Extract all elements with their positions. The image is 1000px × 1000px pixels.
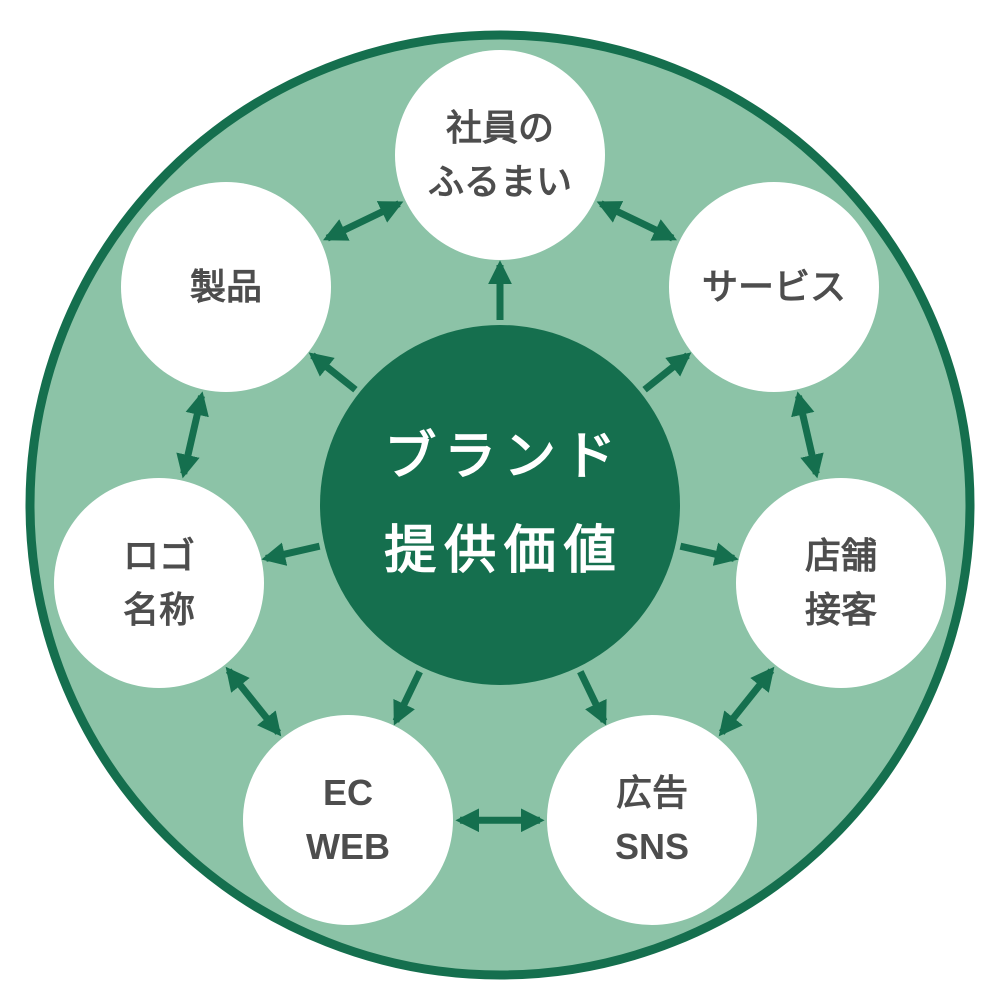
node-label-line: 接客: [804, 589, 877, 630]
node-service: サービス: [669, 182, 879, 392]
node-label-line: WEB: [306, 826, 390, 867]
link-arrow: [596, 200, 677, 242]
node-label-line: SNS: [614, 826, 690, 867]
node-employee-behavior: 社員の ふるまい: [395, 50, 605, 260]
node-product: 製品: [121, 182, 331, 392]
spoke-arrow: [679, 542, 739, 566]
node-label-line: 製品: [189, 266, 262, 307]
center-node-brand-value: ブランド 提供価値: [320, 325, 680, 685]
link-arrow: [323, 200, 404, 242]
node-label-line: ふるまい: [427, 161, 572, 202]
spoke-arrow: [392, 670, 423, 726]
node-label-line: EC: [322, 772, 373, 813]
link-arrow: [718, 666, 775, 737]
link-arrow: [176, 391, 209, 479]
hub-label-line: 提供価値: [384, 522, 624, 580]
node-label-line: サービス: [701, 266, 846, 307]
node-label-line: 店舗: [804, 535, 877, 576]
node-label-line: 広告: [615, 772, 688, 813]
node-store-customer-service: 店舗 接客: [736, 478, 946, 688]
node-label-line: 社員の: [445, 107, 554, 148]
link-arrow: [791, 391, 824, 479]
spoke-arrow: [308, 352, 358, 393]
node-logo-name: ロゴ 名称: [54, 478, 264, 688]
node-ads-sns: 広告 SNS: [547, 715, 757, 925]
node-ec-web: EC WEB: [243, 715, 453, 925]
hub-label-line: ブランド: [384, 428, 624, 487]
link-arrow: [225, 666, 282, 737]
spoke-arrow: [577, 670, 608, 726]
spoke-arrow: [642, 352, 692, 393]
node-label-line: ロゴ: [122, 535, 195, 576]
node-label-line: 名称: [122, 589, 195, 630]
spoke-arrow: [261, 542, 321, 566]
